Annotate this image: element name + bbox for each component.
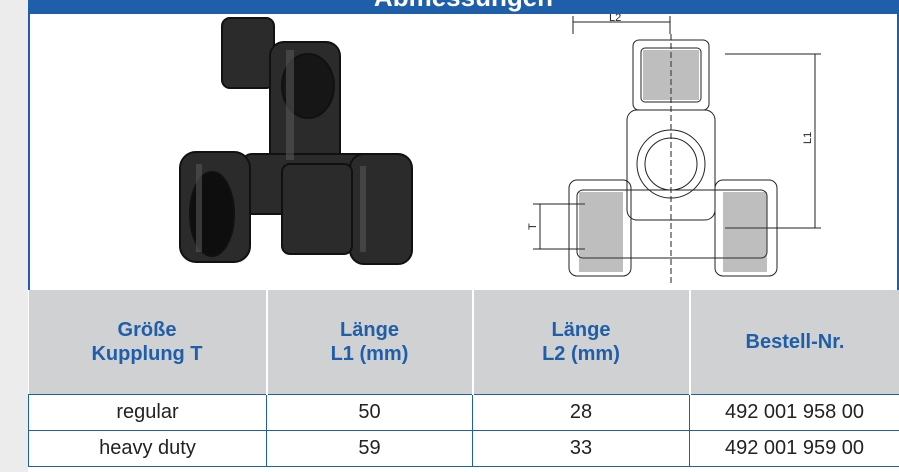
cell-size: heavy duty: [28, 430, 267, 467]
page-title: Abmessungen: [28, 0, 899, 13]
header-length-l1: Länge L1 (mm): [266, 290, 474, 395]
dim-label-t: T: [527, 223, 539, 230]
cell-order-number: 492 001 959 00: [689, 430, 899, 467]
title-band: [28, 0, 899, 14]
cell-l2: 33: [472, 430, 690, 467]
cell-order-number: 492 001 958 00: [689, 394, 899, 431]
cell-size: regular: [28, 394, 267, 431]
tee-coupling-photo: [179, 17, 413, 265]
dimensions-table: Größe Kupplung T Länge L1 (mm) Länge L2 …: [28, 290, 899, 467]
cell-l1: 50: [266, 394, 473, 431]
header-order-number: Bestell-Nr.: [689, 290, 899, 395]
dim-label-l1: L1: [802, 132, 814, 144]
cell-l2: 28: [472, 394, 690, 431]
table-row: heavy duty 59 33 492 001 959 00: [28, 430, 899, 467]
cell-l1: 59: [266, 430, 473, 467]
product-card: L2 L1 T Größe Kupplung T Länge L1 (mm) L…: [28, 0, 899, 472]
header-length-l2: Länge L2 (mm): [472, 290, 691, 395]
table-row: regular 50 28 492 001 958 00: [28, 394, 899, 431]
dim-label-l2: L2: [609, 14, 621, 24]
table-header-row: Größe Kupplung T Länge L1 (mm) Länge L2 …: [28, 290, 899, 395]
image-panel: L2 L1 T: [28, 14, 899, 290]
header-size: Größe Kupplung T: [28, 290, 268, 395]
technical-drawing: L2 L1 T: [527, 14, 821, 284]
